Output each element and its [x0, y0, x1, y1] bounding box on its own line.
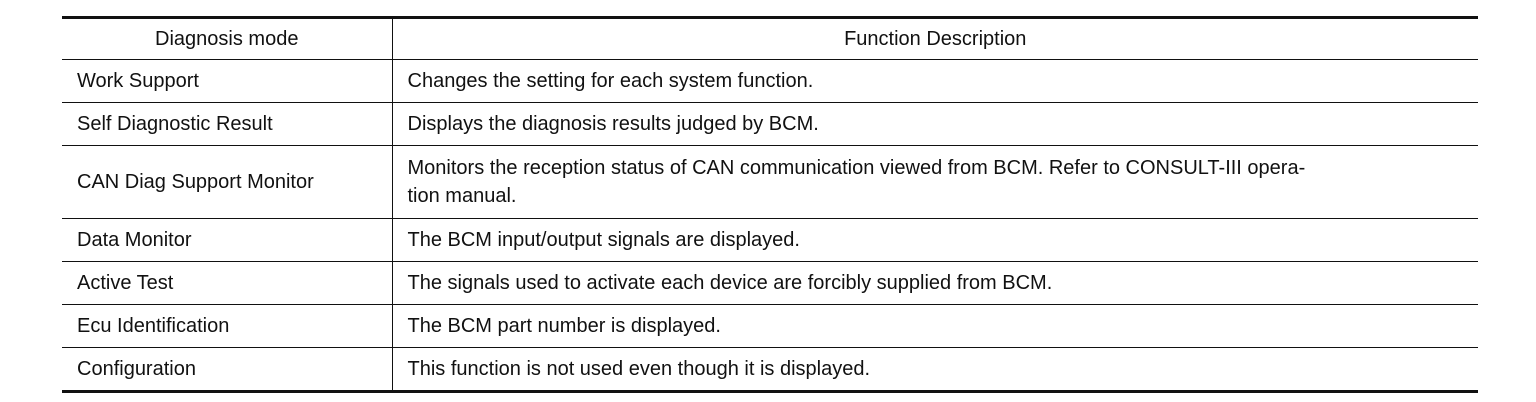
- header-function-description: Function Description: [392, 17, 1478, 60]
- description-line-2: tion manual.: [407, 185, 517, 207]
- diagnosis-mode-table: Diagnosis mode Function Description Work…: [62, 16, 1478, 393]
- row-description-cell: Changes the setting for each system func…: [392, 59, 1478, 103]
- table-row: Configuration This function is not used …: [62, 347, 1478, 392]
- row-mode-cell: Self Diagnostic Result: [62, 102, 393, 146]
- row-mode-cell: Configuration: [62, 347, 393, 392]
- table-row: Data Monitor The BCM input/output signal…: [62, 218, 1478, 262]
- table-row: Work Support Changes the setting for eac…: [62, 59, 1478, 103]
- row-description-cell: The signals used to activate each device…: [392, 261, 1478, 305]
- diagnosis-mode-table-container: Diagnosis mode Function Description Work…: [62, 16, 1478, 393]
- table-row: Self Diagnostic Result Displays the diag…: [62, 102, 1478, 146]
- row-description-cell: Monitors the reception status of CAN com…: [392, 145, 1478, 219]
- table-row: Ecu Identification The BCM part number i…: [62, 304, 1478, 348]
- row-description-cell: Displays the diagnosis results judged by…: [392, 102, 1478, 146]
- row-description-cell: This function is not used even though it…: [407, 358, 871, 380]
- description-line-1: Monitors the reception status of CAN com…: [407, 157, 1306, 179]
- header-diagnosis-mode: Diagnosis mode: [62, 17, 393, 60]
- table-row: CAN Diag Support Monitor Monitors the re…: [62, 145, 1478, 219]
- table-header-row: Diagnosis mode Function Description: [62, 17, 1478, 60]
- row-mode-cell: Data Monitor: [62, 218, 393, 262]
- row-mode-cell: Ecu Identification: [62, 304, 393, 348]
- row-description-cell: The BCM input/output signals are display…: [392, 218, 1478, 262]
- row-mode-cell: CAN Diag Support Monitor: [62, 145, 393, 219]
- row-description-cell: The BCM part number is displayed.: [392, 304, 1478, 348]
- row-mode-cell: Active Test: [62, 261, 393, 305]
- row-mode-cell: Work Support: [62, 59, 393, 103]
- table-row: Active Test The signals used to activate…: [62, 261, 1478, 305]
